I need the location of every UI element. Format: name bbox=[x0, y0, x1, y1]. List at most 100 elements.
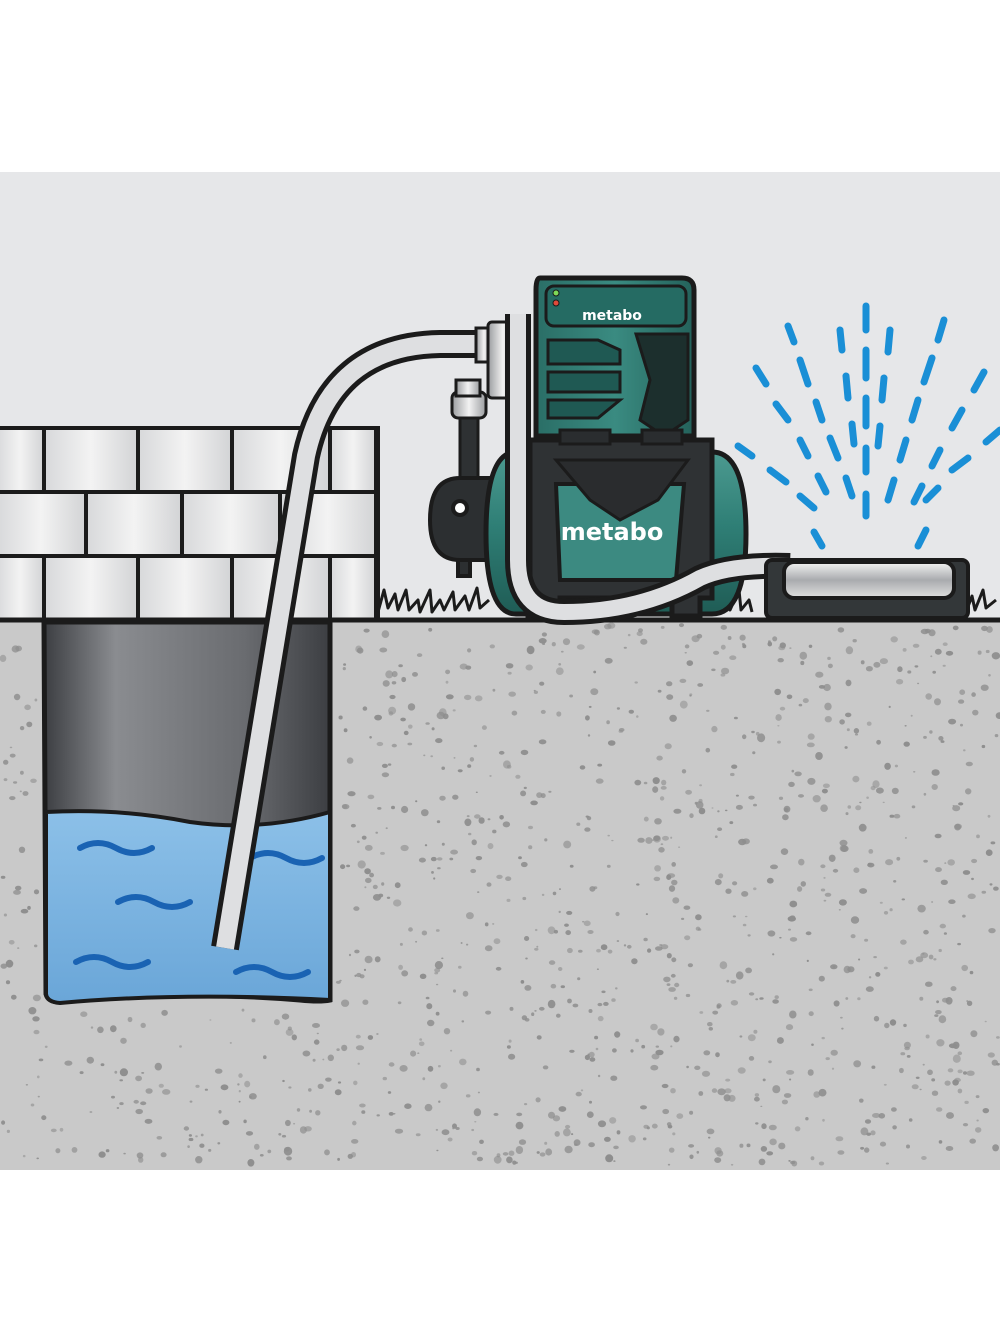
ground-speckle bbox=[493, 938, 501, 945]
ground-speckle bbox=[596, 948, 601, 953]
ground-speckle bbox=[342, 667, 346, 671]
ground-speckle bbox=[11, 994, 17, 1000]
ground-speckle bbox=[114, 1070, 118, 1074]
ground-speckle bbox=[944, 1080, 951, 1086]
ground-speckle bbox=[903, 1041, 911, 1049]
ground-speckle bbox=[902, 648, 907, 652]
ground-speckle bbox=[524, 1103, 528, 1106]
ground-speckle bbox=[987, 814, 991, 818]
ground-speckle bbox=[668, 885, 676, 892]
ground-speckle bbox=[772, 953, 775, 956]
ground-speckle bbox=[584, 827, 591, 832]
ground-speckle bbox=[489, 644, 495, 649]
ground-speckle bbox=[116, 1107, 120, 1109]
ground-speckle bbox=[436, 820, 441, 824]
ground-speckle bbox=[541, 893, 545, 897]
ground-speckle bbox=[135, 1075, 143, 1082]
ground-speckle bbox=[120, 1037, 127, 1044]
ground-speckle bbox=[424, 844, 428, 847]
ground-speckle bbox=[558, 1106, 567, 1112]
ground-speckle bbox=[449, 857, 454, 861]
ground-speckle bbox=[751, 730, 755, 734]
ground-speckle bbox=[732, 881, 738, 886]
ground-speckle bbox=[936, 1000, 939, 1004]
ground-speckle bbox=[952, 625, 959, 631]
ground-speckle bbox=[324, 1149, 330, 1156]
ground-speckle bbox=[800, 881, 806, 887]
ground-speckle bbox=[123, 1152, 126, 1155]
ground-speckle bbox=[476, 1067, 480, 1072]
ground-speckle bbox=[560, 650, 564, 653]
ground-speckle bbox=[474, 814, 481, 819]
ground-speckle bbox=[853, 867, 860, 873]
ground-speckle bbox=[711, 725, 718, 733]
ground-speckle bbox=[560, 985, 565, 989]
ground-speckle bbox=[878, 1113, 886, 1119]
ground-speckle bbox=[923, 929, 929, 935]
ground-speckle bbox=[957, 1051, 963, 1056]
ground-speckle bbox=[507, 671, 512, 675]
ground-speckle bbox=[369, 736, 372, 739]
ground-speckle bbox=[730, 772, 735, 777]
ground-speckle bbox=[879, 658, 889, 665]
ground-speckle bbox=[945, 997, 953, 1005]
ground-speckle bbox=[975, 1127, 982, 1133]
pump-tank-logo: metabo bbox=[561, 518, 664, 546]
ground-speckle bbox=[678, 846, 681, 848]
ground-speckle bbox=[267, 1149, 272, 1154]
ground-speckle bbox=[681, 769, 687, 774]
ground-speckle bbox=[865, 666, 873, 672]
ground-speckle bbox=[552, 891, 557, 896]
ground-speckle bbox=[30, 778, 37, 783]
ground-speckle bbox=[636, 715, 639, 718]
ground-speckle bbox=[806, 959, 809, 963]
ground-speckle bbox=[945, 1146, 954, 1151]
ground-speckle bbox=[808, 644, 813, 648]
ground-speckle bbox=[597, 1015, 604, 1022]
ground-speckle bbox=[936, 1107, 943, 1112]
ground-speckle bbox=[607, 622, 616, 629]
ground-speckle bbox=[797, 886, 803, 892]
ground-speckle bbox=[699, 1011, 704, 1014]
ground-speckle bbox=[729, 821, 734, 825]
ground-speckle bbox=[808, 1011, 814, 1017]
ground-speckle bbox=[921, 1156, 927, 1160]
ground-speckle bbox=[441, 1129, 450, 1136]
ground-speckle bbox=[484, 945, 493, 952]
ground-speckle bbox=[766, 1151, 774, 1156]
ground-speckle bbox=[711, 1088, 718, 1093]
ground-speckle bbox=[50, 1128, 57, 1133]
ground-speckle bbox=[312, 1023, 320, 1028]
ground-speckle bbox=[380, 851, 385, 855]
ground-speckle bbox=[729, 655, 737, 660]
brick-wall bbox=[0, 426, 380, 626]
ground-speckle bbox=[971, 877, 974, 881]
ground-speckle bbox=[475, 856, 483, 861]
ground-speckle bbox=[439, 795, 446, 801]
ground-speckle bbox=[959, 689, 966, 695]
ground-speckle bbox=[706, 1128, 715, 1135]
ground-speckle bbox=[976, 1119, 979, 1122]
ground-speckle bbox=[361, 1110, 366, 1114]
ground-speckle bbox=[984, 1020, 987, 1023]
ground-speckle bbox=[398, 664, 403, 668]
ground-speckle bbox=[364, 868, 371, 875]
status-light-red-icon bbox=[552, 299, 560, 307]
ground-speckle bbox=[528, 845, 533, 850]
ground-speckle bbox=[917, 904, 926, 913]
ground-speckle bbox=[351, 1152, 356, 1158]
ground-speckle bbox=[135, 1108, 143, 1115]
ground-speckle bbox=[708, 1136, 711, 1139]
ground-speckle bbox=[932, 670, 936, 674]
ground-speckle bbox=[885, 859, 894, 866]
ground-speckle bbox=[828, 854, 836, 862]
ground-speckle bbox=[835, 1136, 844, 1142]
ground-speckle bbox=[636, 883, 640, 886]
ground-speckle bbox=[32, 1016, 40, 1022]
ground-speckle bbox=[506, 1156, 513, 1164]
ground-speckle bbox=[407, 742, 413, 746]
ground-speckle bbox=[381, 882, 385, 886]
ground-speckle bbox=[441, 957, 444, 960]
water-wave-icons bbox=[73, 840, 325, 980]
ground-speckle bbox=[464, 818, 472, 827]
